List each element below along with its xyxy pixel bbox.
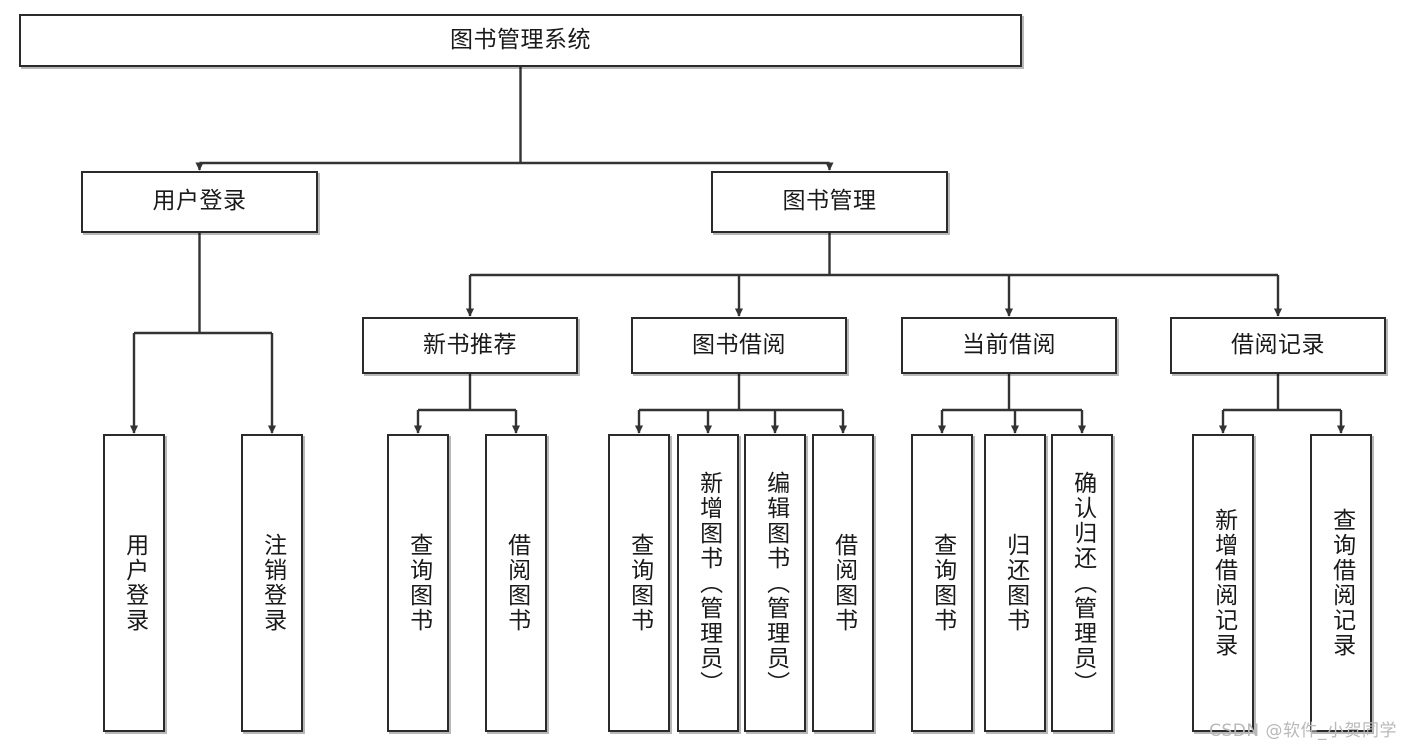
leaf-confirm-return-admin-label: 确认归还（管理员） xyxy=(1069,470,1096,696)
node-new-book-recommend-label: 新书推荐 xyxy=(423,331,517,358)
leaf-edit-book-admin[interactable]: 编辑图书（管理员） xyxy=(744,434,806,732)
leaf-query-book-cur[interactable]: 查询图书 xyxy=(911,434,973,732)
leaf-add-book-admin[interactable]: 新增图书（管理员） xyxy=(677,434,739,732)
leaf-user-logout-label: 注销登录 xyxy=(259,533,286,633)
leaf-add-book-admin-label: 新增图书（管理员） xyxy=(695,470,722,696)
leaf-return-book-label: 归还图书 xyxy=(1002,533,1029,633)
node-book-manage[interactable]: 图书管理 xyxy=(711,171,948,233)
leaf-confirm-return-admin[interactable]: 确认归还（管理员） xyxy=(1051,434,1113,732)
leaf-query-book-borrow[interactable]: 查询图书 xyxy=(608,434,670,732)
node-current-borrow[interactable]: 当前借阅 xyxy=(901,317,1117,374)
leaf-query-borrow-record-label: 查询借阅记录 xyxy=(1328,508,1355,658)
leaf-query-borrow-record[interactable]: 查询借阅记录 xyxy=(1310,434,1372,732)
node-book-borrow-label: 图书借阅 xyxy=(692,331,786,358)
leaf-borrow-book-rec-label: 借阅图书 xyxy=(503,533,530,633)
node-root[interactable]: 图书管理系统 xyxy=(19,14,1022,67)
leaf-edit-book-admin-label: 编辑图书（管理员） xyxy=(762,470,789,696)
node-book-borrow[interactable]: 图书借阅 xyxy=(631,317,847,374)
leaf-add-borrow-record-label: 新增借阅记录 xyxy=(1210,508,1237,658)
node-current-borrow-label: 当前借阅 xyxy=(962,331,1056,358)
leaf-query-book-cur-label: 查询图书 xyxy=(929,533,956,633)
leaf-user-logout[interactable]: 注销登录 xyxy=(241,434,303,732)
leaf-borrow-book-rec[interactable]: 借阅图书 xyxy=(485,434,547,732)
node-book-manage-label: 图书管理 xyxy=(782,188,877,215)
node-user-login[interactable]: 用户登录 xyxy=(81,171,318,233)
leaf-user-login-label: 用户登录 xyxy=(121,533,148,633)
leaf-query-book-borrow-label: 查询图书 xyxy=(626,533,653,633)
leaf-query-book-rec-label: 查询图书 xyxy=(405,533,432,633)
leaf-add-borrow-record[interactable]: 新增借阅记录 xyxy=(1192,434,1254,732)
node-root-label: 图书管理系统 xyxy=(450,26,591,53)
node-borrow-record-label: 借阅记录 xyxy=(1231,331,1325,358)
leaf-user-login[interactable]: 用户登录 xyxy=(103,434,165,732)
leaf-query-book-rec[interactable]: 查询图书 xyxy=(387,434,449,732)
node-borrow-record[interactable]: 借阅记录 xyxy=(1170,317,1386,374)
leaf-borrow-book[interactable]: 借阅图书 xyxy=(812,434,874,732)
node-user-login-label: 用户登录 xyxy=(152,188,247,215)
leaf-return-book[interactable]: 归还图书 xyxy=(984,434,1046,732)
leaf-borrow-book-label: 借阅图书 xyxy=(830,533,857,633)
node-new-book-recommend[interactable]: 新书推荐 xyxy=(362,317,578,374)
